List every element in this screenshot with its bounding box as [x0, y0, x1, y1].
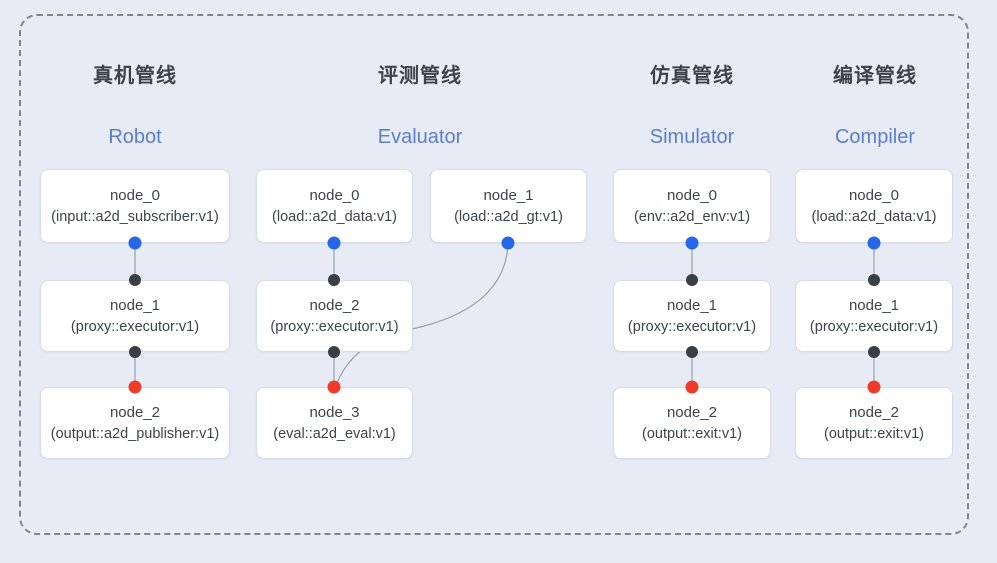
- port-dot-dark-compiler-in1[interactable]: [868, 274, 880, 286]
- node-type: (input::a2d_subscriber:v1): [51, 208, 219, 225]
- pipeline-title-zh-simulator: 仿真管线: [650, 65, 734, 87]
- node-name: node_0: [109, 186, 161, 204]
- node-type: (output::exit:v1): [642, 425, 742, 442]
- node-card-simulator-node1[interactable]: node_1 (proxy::executor:v1): [613, 280, 771, 352]
- port-dot-dark-robot-in1[interactable]: [129, 274, 141, 286]
- pipeline-title-en-simulator: Simulator: [649, 126, 735, 148]
- node-name: node_2: [109, 403, 161, 421]
- node-type: (eval::a2d_eval:v1): [273, 425, 396, 442]
- node-name: node_0: [848, 186, 900, 204]
- node-card-evaluator-node1[interactable]: node_1 (load::a2d_gt:v1): [430, 169, 587, 243]
- node-name: node_1: [666, 296, 718, 314]
- port-dot-dark-evaluator-in2[interactable]: [328, 274, 340, 286]
- port-dot-blue-simulator-out0[interactable]: [685, 236, 699, 250]
- node-type: (env::a2d_env:v1): [633, 208, 751, 225]
- port-dot-dark-evaluator-out2[interactable]: [328, 346, 340, 358]
- port-dot-dark-simulator-out1[interactable]: [686, 346, 698, 358]
- node-name: node_1: [109, 296, 161, 314]
- port-dot-dark-compiler-out1[interactable]: [868, 346, 880, 358]
- node-card-compiler-node1[interactable]: node_1 (proxy::executor:v1): [795, 280, 953, 352]
- port-dot-dark-simulator-in1[interactable]: [686, 274, 698, 286]
- node-card-evaluator-node3[interactable]: node_3 (eval::a2d_eval:v1): [256, 387, 413, 459]
- diagram-frame-border: [19, 14, 969, 535]
- node-card-simulator-node0[interactable]: node_0 (env::a2d_env:v1): [613, 169, 771, 243]
- node-type: (load::a2d_data:v1): [272, 208, 397, 225]
- port-dot-red-evaluator-in3[interactable]: [327, 380, 341, 394]
- pipeline-title-zh-evaluator: 评测管线: [378, 65, 462, 87]
- port-dot-red-simulator-in2[interactable]: [685, 380, 699, 394]
- port-dot-dark-robot-out1[interactable]: [129, 346, 141, 358]
- node-name: node_3: [309, 403, 360, 421]
- pipeline-title-en-evaluator: Evaluator: [377, 126, 463, 148]
- node-type: (load::a2d_data:v1): [811, 208, 937, 225]
- node-card-robot-node1[interactable]: node_1 (proxy::executor:v1): [40, 280, 230, 352]
- pipeline-title-zh-compiler: 编译管线: [833, 65, 917, 87]
- port-dot-blue-robot-out0[interactable]: [128, 236, 142, 250]
- node-card-evaluator-node2[interactable]: node_2 (proxy::executor:v1): [256, 280, 413, 352]
- node-type: (proxy::executor:v1): [809, 318, 939, 335]
- port-dot-red-robot-in2[interactable]: [128, 380, 142, 394]
- node-type: (load::a2d_gt:v1): [454, 208, 563, 225]
- node-name: node_1: [483, 186, 534, 204]
- node-type: (proxy::executor:v1): [627, 318, 757, 335]
- node-card-simulator-node2[interactable]: node_2 (output::exit:v1): [613, 387, 771, 459]
- node-type: (output::a2d_publisher:v1): [50, 425, 220, 442]
- port-dot-blue-compiler-out0[interactable]: [867, 236, 881, 250]
- pipeline-title-en-robot: Robot: [108, 126, 162, 148]
- pipeline-title-en-compiler: Compiler: [834, 126, 916, 148]
- pipeline-title-zh-robot: 真机管线: [93, 65, 177, 87]
- node-name: node_2: [848, 403, 900, 421]
- node-card-robot-node2[interactable]: node_2 (output::a2d_publisher:v1): [40, 387, 230, 459]
- node-name: node_0: [666, 186, 718, 204]
- node-type: (output::exit:v1): [824, 425, 924, 442]
- node-type: (proxy::executor:v1): [70, 318, 200, 335]
- node-type: (proxy::executor:v1): [270, 318, 399, 335]
- node-card-robot-node0[interactable]: node_0 (input::a2d_subscriber:v1): [40, 169, 230, 243]
- node-card-compiler-node0[interactable]: node_0 (load::a2d_data:v1): [795, 169, 953, 243]
- node-card-evaluator-node0[interactable]: node_0 (load::a2d_data:v1): [256, 169, 413, 243]
- port-dot-red-compiler-in2[interactable]: [867, 380, 881, 394]
- node-name: node_2: [666, 403, 718, 421]
- node-card-compiler-node2[interactable]: node_2 (output::exit:v1): [795, 387, 953, 459]
- port-dot-blue-evaluator-out0[interactable]: [327, 236, 341, 250]
- node-name: node_0: [309, 186, 360, 204]
- node-name: node_1: [848, 296, 900, 314]
- node-name: node_2: [309, 296, 360, 314]
- port-dot-blue-evaluator-out1[interactable]: [501, 236, 515, 250]
